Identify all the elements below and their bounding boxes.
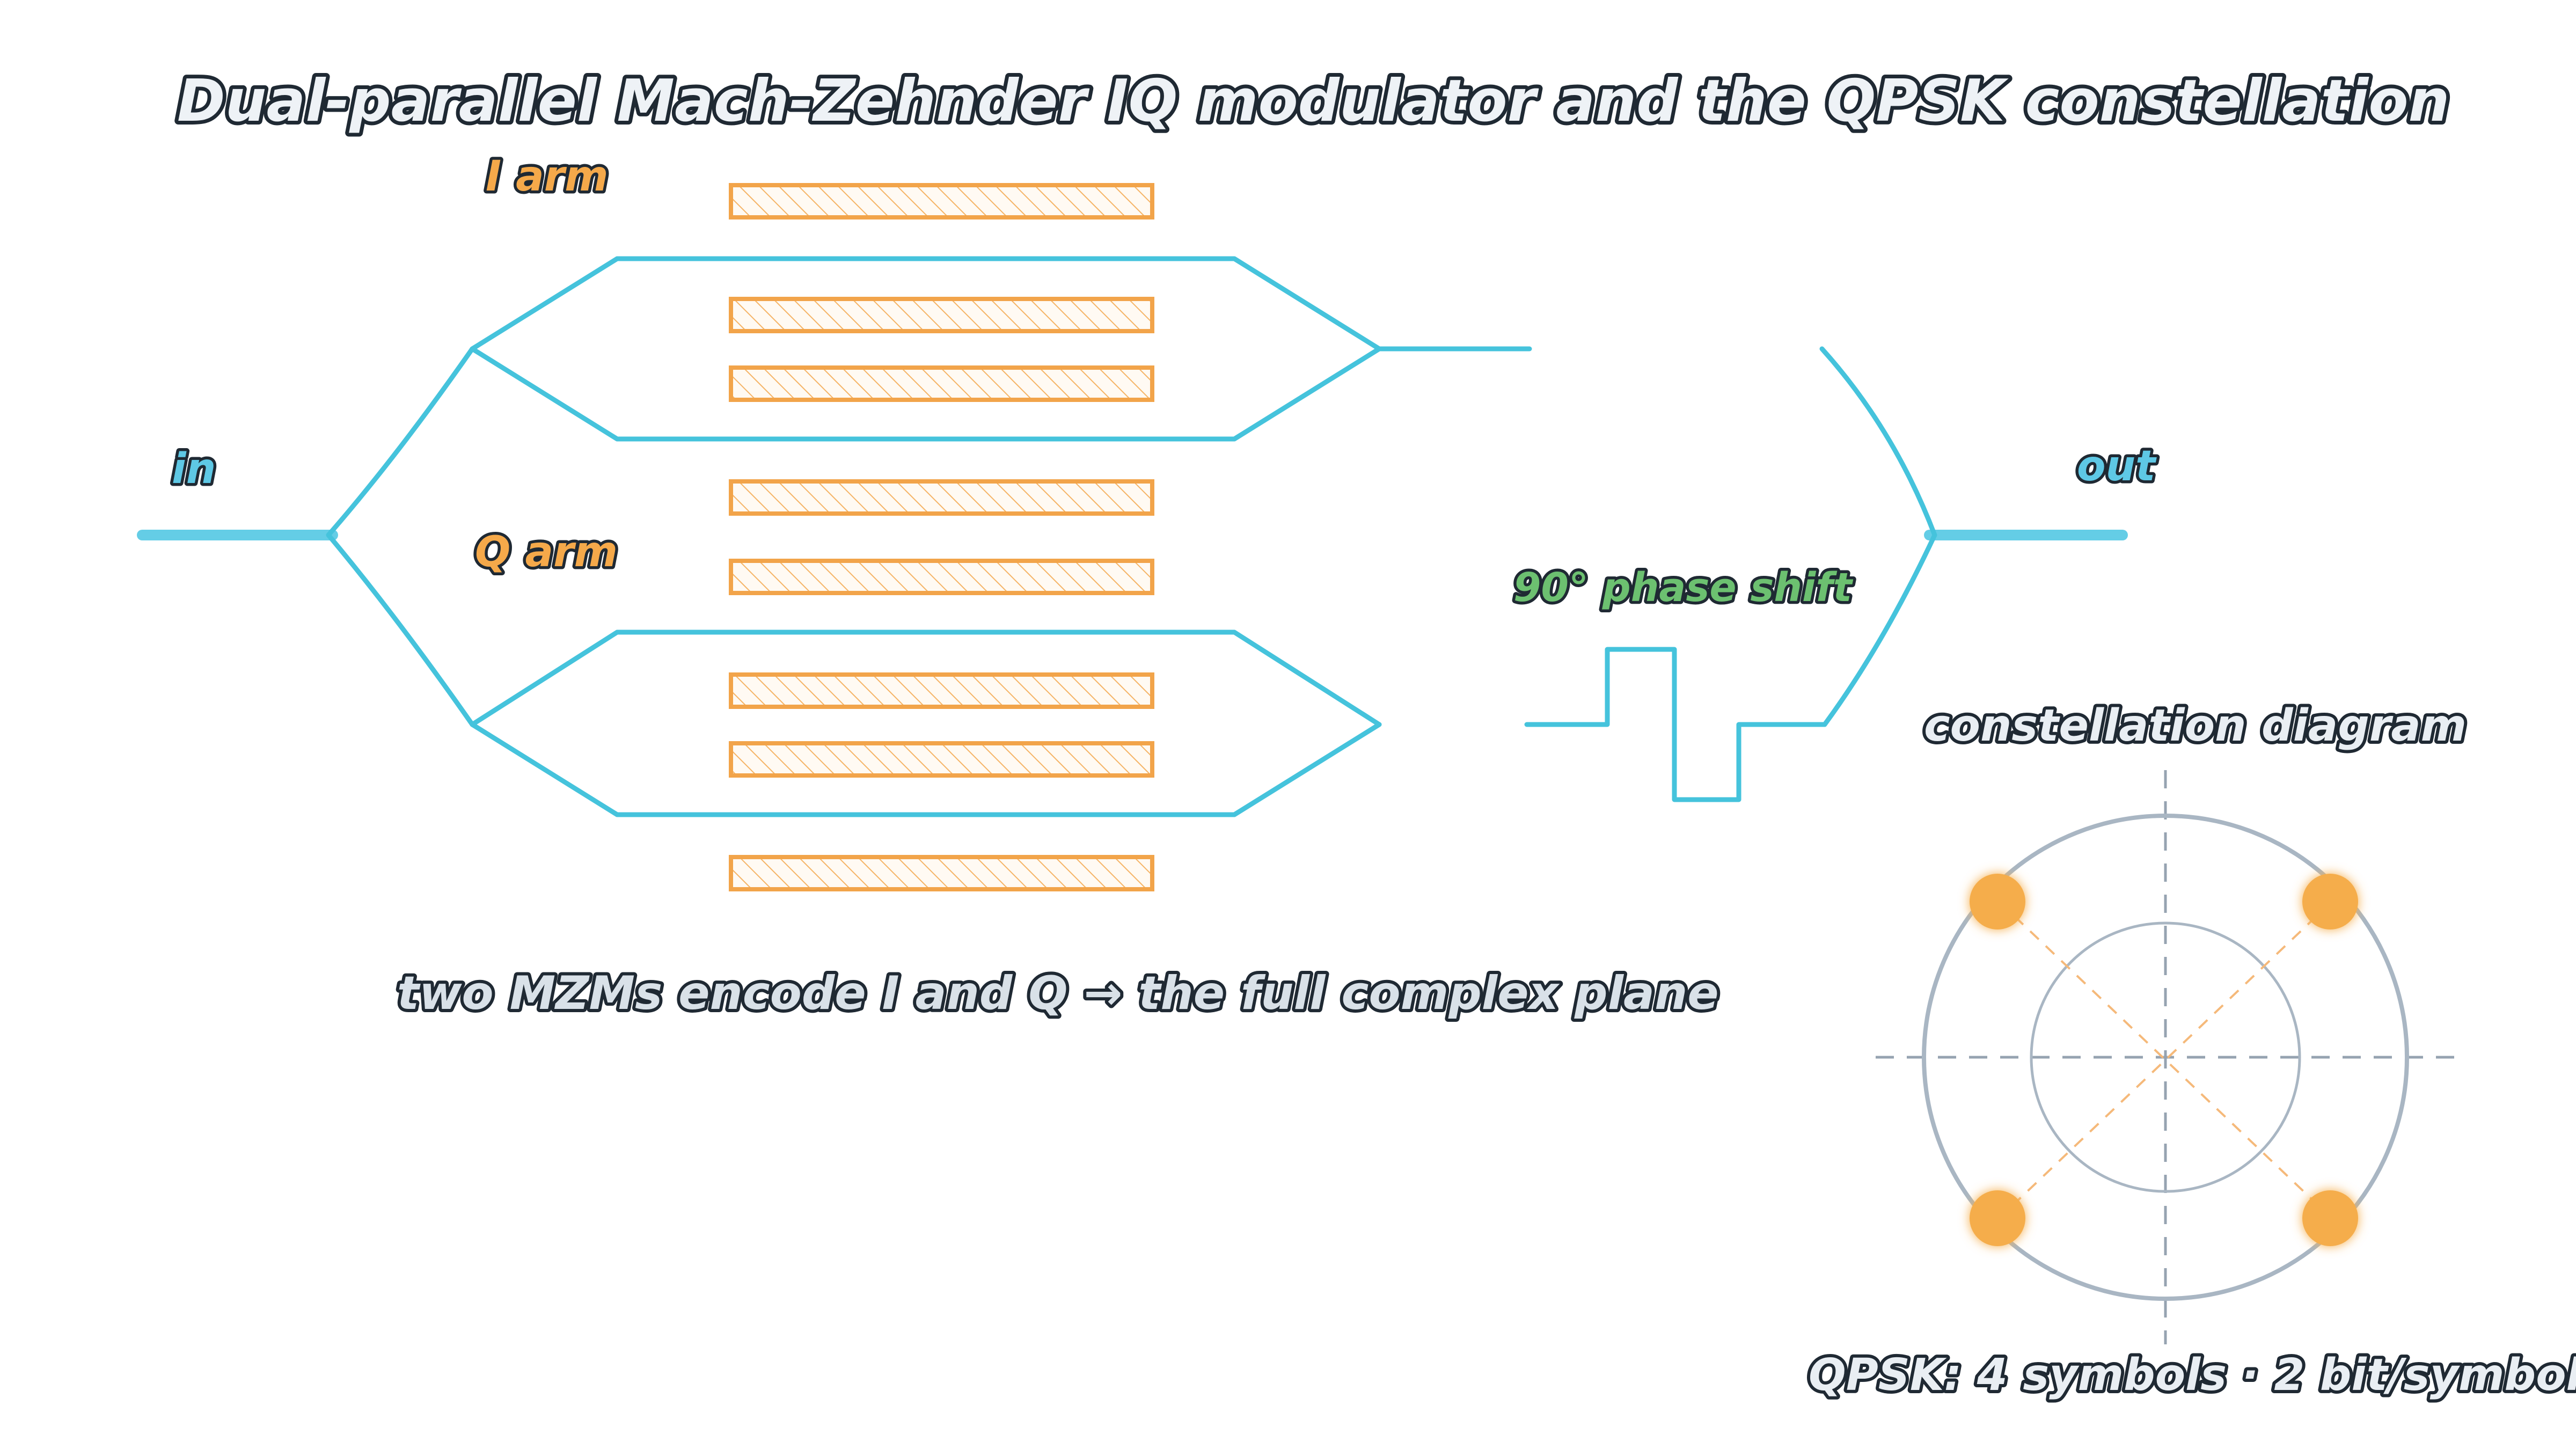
electrode-3 xyxy=(729,365,1154,402)
electrode-5 xyxy=(729,559,1154,595)
electrode-8 xyxy=(729,855,1154,891)
output-label: out xyxy=(2077,442,2157,491)
electrode-6 xyxy=(729,672,1154,709)
symbol-point-bottom-left xyxy=(1970,1190,2025,1246)
symbol-point-top-left xyxy=(1970,874,2025,930)
q-arm-label: Q arm xyxy=(475,528,618,576)
phase-shift-label: 90° phase shift xyxy=(1513,565,1854,611)
q-mzm-lower-arm xyxy=(470,722,1382,817)
i-arm-label: I arm xyxy=(486,152,609,201)
inner-amplitude-circle xyxy=(2030,921,2301,1193)
input-splitter xyxy=(326,346,475,727)
i-mzm-lower-arm xyxy=(470,346,1382,442)
symbol-point-top-right xyxy=(2302,874,2358,930)
modulator-caption: two MZMs encode I and Q → the full compl… xyxy=(397,967,1719,1020)
electrode-1 xyxy=(729,183,1154,219)
q-mzm-upper-arm xyxy=(470,630,1382,727)
i-mzm-upper-arm xyxy=(470,256,1382,352)
diagram-title: Dual-parallel Mach-Zehnder IQ modulator … xyxy=(177,68,2449,135)
constellation-plot xyxy=(1876,770,2455,1344)
electrode-7 xyxy=(729,741,1154,778)
output-combiner xyxy=(1819,346,1937,727)
symbol-point-bottom-right xyxy=(2302,1190,2358,1246)
electrode-2 xyxy=(729,297,1154,333)
constellation-title: constellation diagram xyxy=(1924,700,2467,751)
phase-shifter-waveguide xyxy=(1524,647,1827,802)
electrode-4 xyxy=(729,479,1154,516)
input-label: in xyxy=(172,445,216,493)
outer-amplitude-circle xyxy=(1922,814,2409,1301)
qpsk-caption: QPSK: 4 symbols · 2 bit/symbol xyxy=(1809,1350,2576,1401)
